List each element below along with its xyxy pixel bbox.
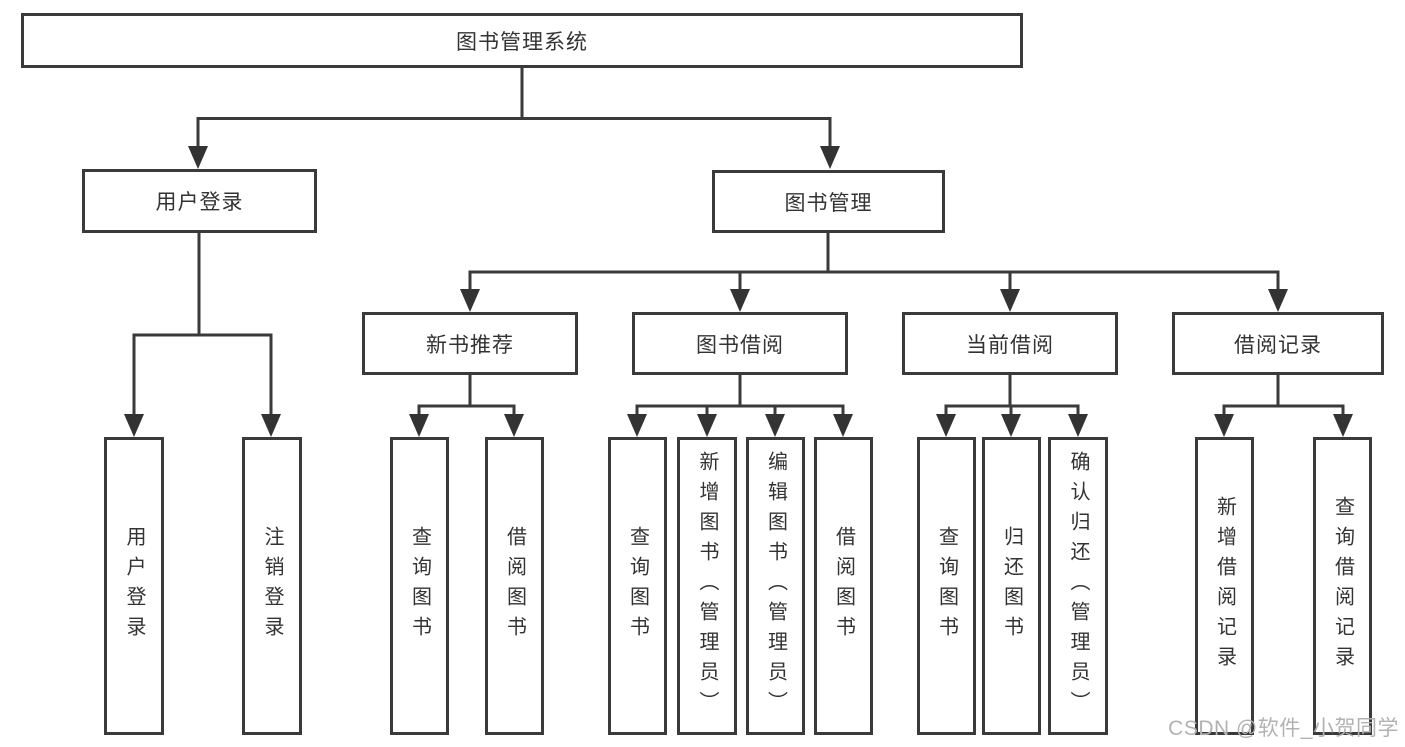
leaf-return-books: 归还图书 [982, 437, 1041, 735]
leaf-query-books-2: 查询图书 [608, 437, 667, 735]
leaf-user-login: 用户登录 [104, 437, 164, 735]
leaf-query-books-3: 查询图书 [917, 437, 976, 735]
node-user-login: 用户登录 [82, 169, 317, 233]
leaf-logout: 注销登录 [242, 437, 302, 735]
leaf-add-borrow-record: 新增借阅记录 [1195, 437, 1254, 735]
node-library-management-system: 图书管理系统 [21, 13, 1023, 68]
leaf-borrow-books-1: 借阅图书 [485, 437, 544, 735]
node-book-management: 图书管理 [712, 170, 945, 233]
leaf-confirm-return-admin: 确认归还（管理员） [1048, 437, 1108, 735]
leaf-edit-books-admin: 编辑图书（管理员） [746, 437, 805, 735]
leaf-query-borrow-record: 查询借阅记录 [1313, 437, 1372, 735]
csdn-watermark: CSDN @软件_小贺同学 [1168, 717, 1399, 740]
leaf-add-books-admin: 新增图书（管理员） [677, 437, 737, 735]
node-current-borrow: 当前借阅 [902, 312, 1118, 375]
leaf-query-books-1: 查询图书 [390, 437, 449, 735]
node-borrow-record: 借阅记录 [1172, 312, 1384, 375]
leaf-borrow-books-2: 借阅图书 [814, 437, 873, 735]
node-book-borrow: 图书借阅 [632, 312, 848, 375]
node-new-book-recommend: 新书推荐 [362, 312, 578, 375]
